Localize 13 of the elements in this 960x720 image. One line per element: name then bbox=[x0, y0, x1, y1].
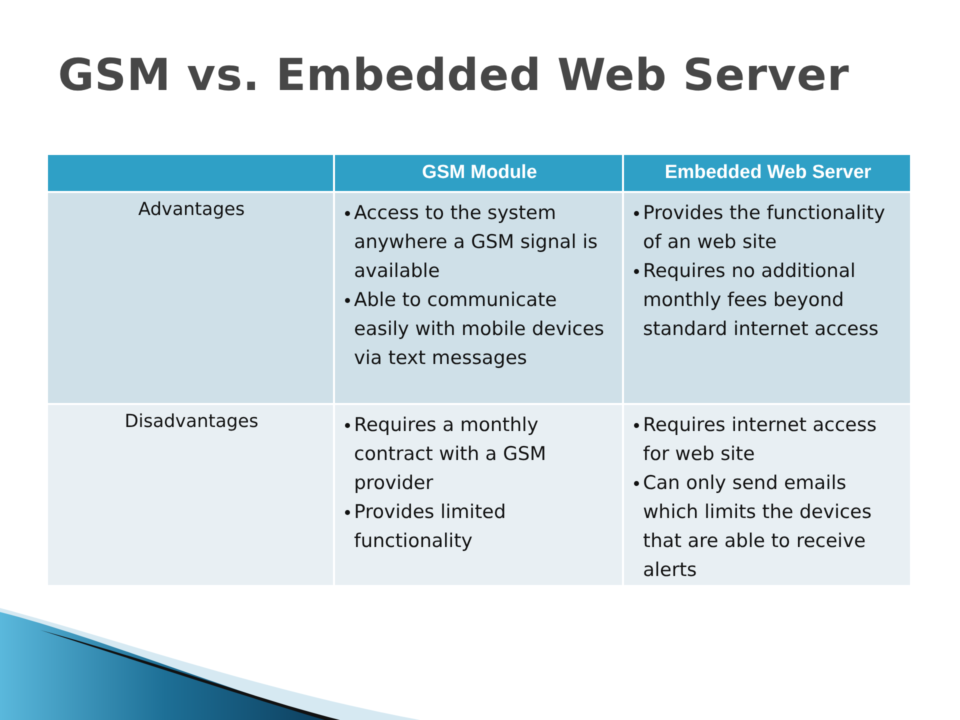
cell-text: Requires no additional monthly fees beyond standard internet access bbox=[643, 259, 880, 342]
cell-text: Requires a monthly contract with a GSM provider bbox=[354, 413, 548, 496]
cell-text: Access to the system anywhere a GSM signal is available bbox=[354, 201, 599, 284]
column-header: GSM Module bbox=[422, 162, 538, 183]
cell-text: Able to communicate easily with mobile devices via text messages bbox=[354, 288, 606, 371]
cell-text: Provides limited functionality bbox=[354, 500, 507, 554]
cell-text: Can only send emails which limits the devices that are able to receive alerts bbox=[643, 471, 873, 583]
cell-text: Requires internet access for web site bbox=[643, 413, 878, 467]
cell-text: Provides the functionality of an web site bbox=[643, 201, 886, 255]
slide-title: GSM vs. Embedded Web Server bbox=[58, 50, 850, 101]
column-header: Embedded Web Server bbox=[664, 162, 872, 183]
row-header: Disadvantages bbox=[124, 411, 258, 432]
row-header: Advantages bbox=[138, 199, 245, 220]
